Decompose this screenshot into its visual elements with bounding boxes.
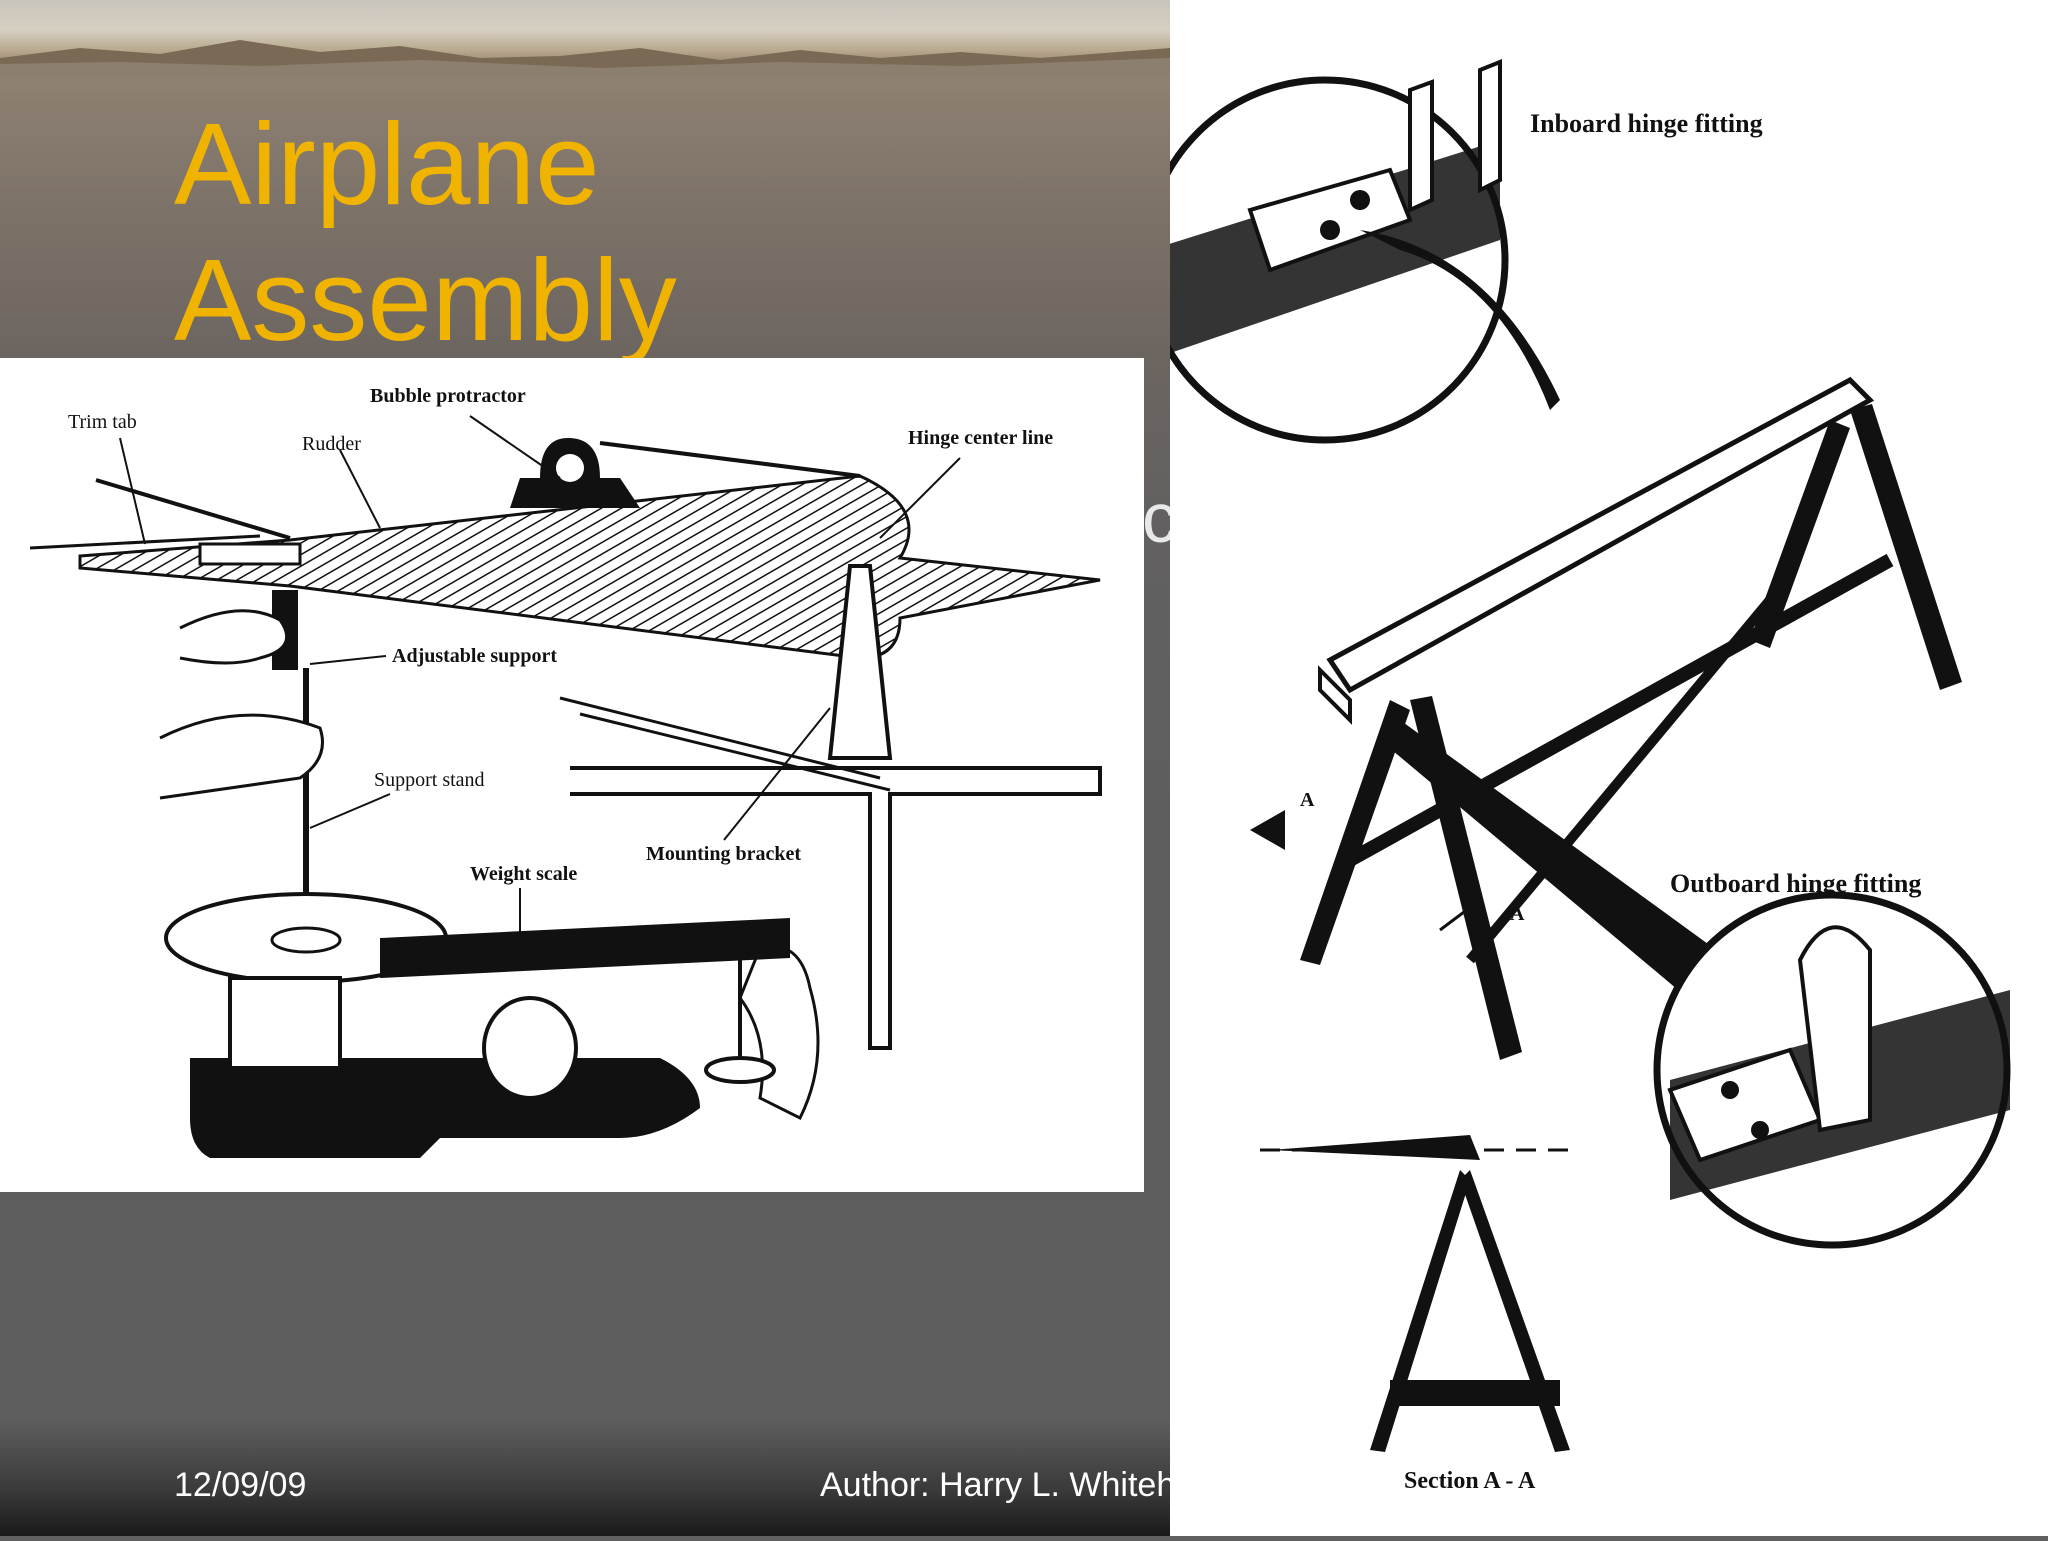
section-mark-a-upper: A [1300,789,1315,811]
label-bubble-protractor: Bubble protractor [370,385,526,407]
scale-base [190,1058,700,1158]
label-section-a-a: Section A - A [1404,1468,1536,1494]
sawhorse-illustration: A A Inboard hinge fitting Outboard hinge… [1141,59,2011,1494]
hand-left-lower [159,713,324,800]
hand-left-upper [179,609,289,665]
mounting-bracket [827,564,893,760]
section-airfoil [1270,1135,1480,1160]
slide-title: Airplane Assembly [174,99,677,365]
label-rudder: Rudder [302,433,361,455]
trim-tab-edge [95,478,291,540]
table [570,766,1102,1050]
trim-tab [198,542,302,566]
weight-scale-beam [380,918,790,978]
balance-illustration: Trim tab Bubble protractor Rudder Hinge … [29,385,1102,1158]
counterweight [482,996,578,1100]
section-mark-a-lower: A [1510,903,1525,925]
partial-bullet-text: c [1142,479,1170,557]
hand-right [738,944,820,1121]
hills-silhouette [0,40,1170,78]
label-outboard-hinge-fitting: Outboard hinge fitting [1670,869,1921,898]
footer-author: Author: Harry L. Whiteh [820,1466,1170,1504]
label-trim-tab: Trim tab [68,411,137,433]
sawhorse-beam [1326,376,1875,694]
label-hinge-center-line: Hinge center line [908,427,1053,449]
section-stand [1370,1170,1470,1452]
label-inboard-hinge-fitting: Inboard hinge fitting [1530,109,1763,138]
hinge-fitting-figure: A A Inboard hinge fitting Outboard hinge… [1141,0,2048,1536]
footer-date: 12/09/09 [174,1466,307,1504]
label-mounting-bracket: Mounting bracket [646,843,801,865]
control-surface-balance-figure: Trim tab Bubble protractor Rudder Hinge … [0,358,1144,1192]
label-adjustable-support: Adjustable support [392,645,557,667]
sawhorse-leg [1300,700,1410,965]
label-support-stand: Support stand [374,769,485,791]
label-weight-scale: Weight scale [470,863,577,885]
